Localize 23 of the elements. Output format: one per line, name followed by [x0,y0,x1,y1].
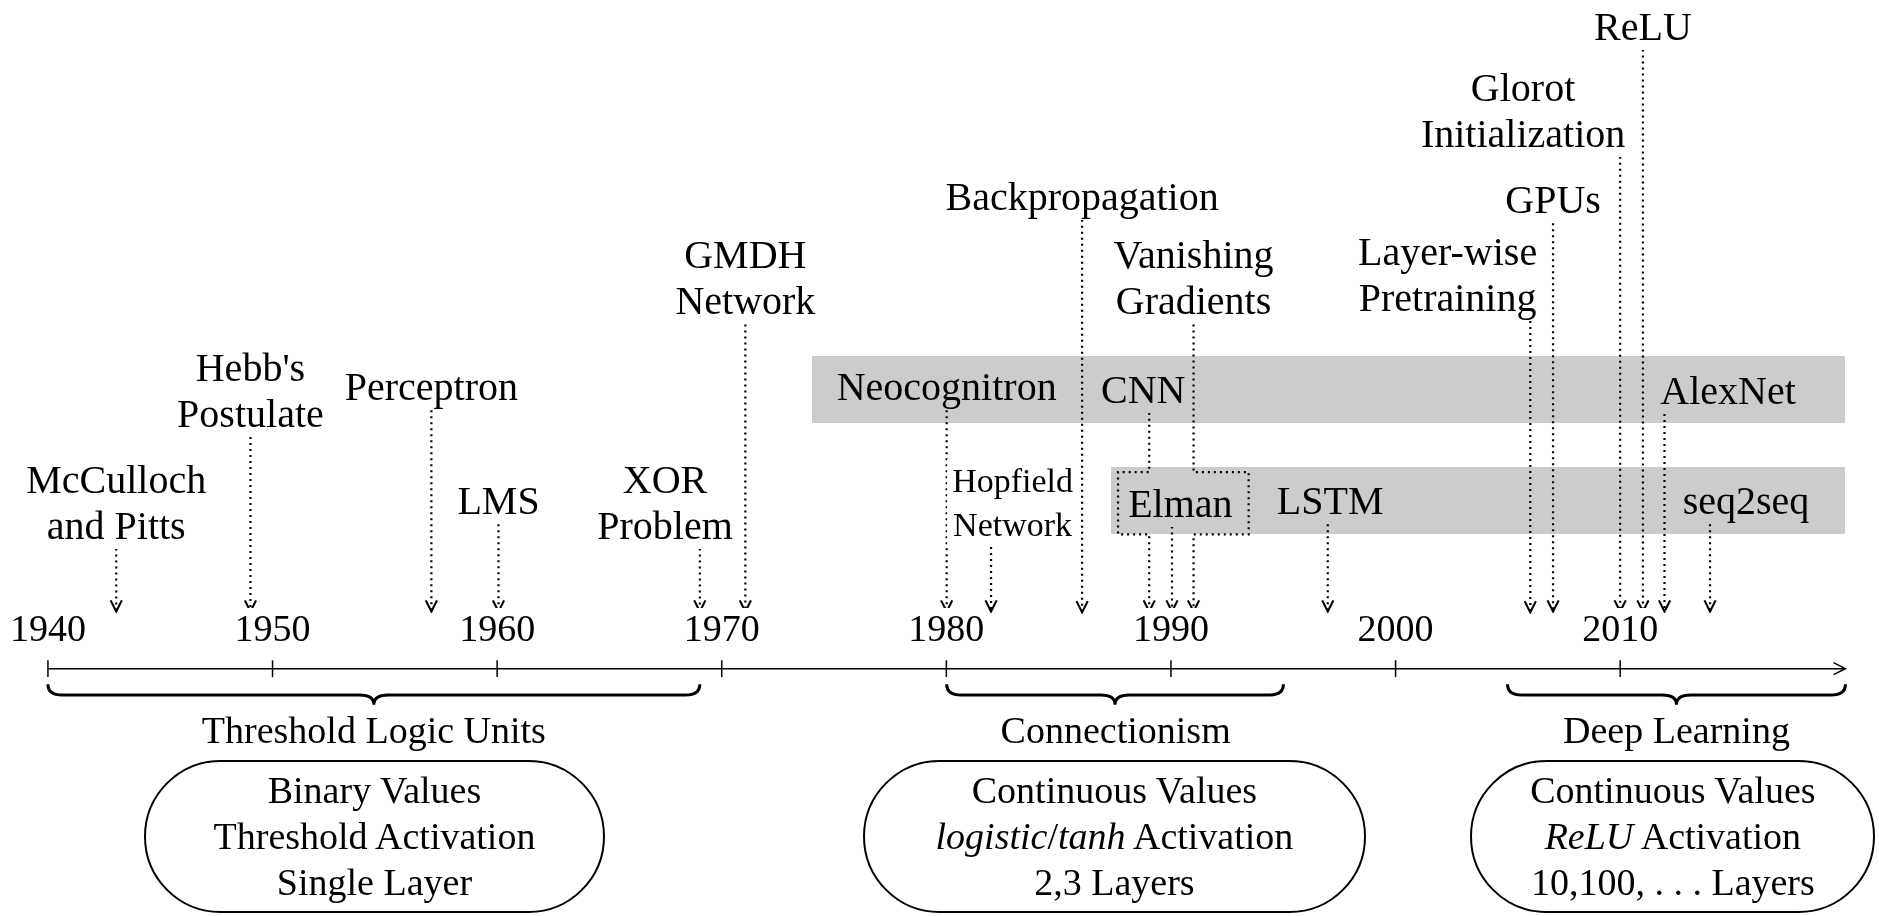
era-caption: Connectionism [1000,710,1231,749]
box-text-line: ReLU Activation [1544,814,1802,860]
box-text-line: Single Layer [276,860,473,906]
dotted-arrow [109,548,123,613]
dotted-arrow [1523,320,1537,614]
dotted-arrow [1075,219,1089,614]
era-band [1110,467,1846,535]
box-text-line: logistic/tanh Activation [935,814,1294,860]
dotted-arrow [984,546,998,613]
box-text-line: Continuous Values [971,768,1258,814]
dotted-arrow [424,410,439,613]
box-text-line: Continuous Values [1530,768,1816,814]
box-text-line: Threshold Activation [213,814,536,860]
era-band [812,355,1846,423]
era-caption: Deep Learning [1563,710,1790,749]
box-text-line: Binary Values [267,768,482,814]
dotted-arrow [1657,413,1672,613]
era-caption: Threshold Logic Units [201,710,546,749]
dotted-arrow [1703,524,1717,613]
dotted-arrow [1321,524,1335,613]
box-text-line: 2,3 Layers [1034,860,1195,906]
dotted-arrow [1546,223,1560,613]
box-text-line: 10,100, . . . Layers [1530,860,1815,906]
